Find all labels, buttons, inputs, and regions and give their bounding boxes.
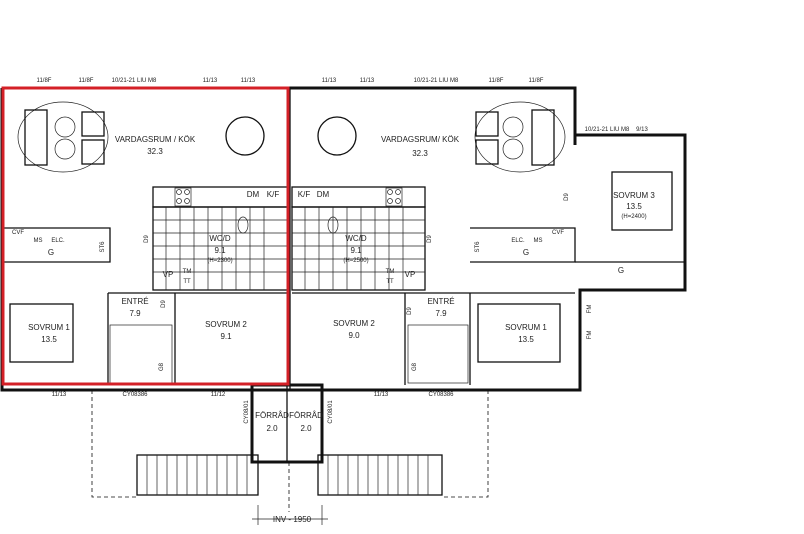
room-area: 9.1 [220, 332, 232, 341]
wardrobe-label: G [48, 248, 54, 257]
window-label: 11/8F [79, 78, 94, 84]
wardrobe-label: G [618, 266, 624, 275]
window-label: 11/8F [489, 78, 504, 84]
elc-label: ELC. [51, 238, 65, 244]
window-label: 11/13 [322, 78, 337, 84]
room-area: 9.1 [214, 246, 226, 255]
door-label: 10/21-21 LIU M8 [585, 127, 630, 133]
door-d9-label: D9 [161, 300, 167, 308]
fridge-label: K/F [298, 190, 311, 199]
room-area: 9.1 [350, 246, 362, 255]
g8-label: G8 [412, 362, 418, 371]
door-label: 10/21-21 LIU M8 [112, 78, 157, 84]
water-heater-label: VP [163, 270, 174, 279]
room-name: SOVRUM 2 [333, 319, 375, 328]
room-area: 13.5 [626, 202, 642, 211]
selected-unit-highlight[interactable] [1, 86, 290, 386]
room-area: 32.3 [147, 147, 163, 156]
window-labels: 11/8F 11/8F 10/21-21 LIU M8 11/13 11/13 … [37, 78, 649, 424]
door-label: 10/21-21 LIU M8 [414, 78, 459, 84]
door-label: CY08386 [428, 392, 454, 398]
room-area: 7.9 [435, 309, 447, 318]
washer-label: TM [183, 269, 192, 275]
window-label: 11/13 [360, 78, 375, 84]
window-label: 11/13 [374, 392, 389, 398]
washer-label: TM [386, 269, 395, 275]
room-name: FÖRRÅD [289, 411, 323, 420]
window-label: 11/8F [37, 78, 52, 84]
room-name: WC/D [345, 234, 367, 243]
room-area: 32.3 [412, 149, 428, 158]
room-note: (H=2500) [343, 258, 368, 264]
room-area: 2.0 [266, 424, 278, 433]
room-area: 13.5 [518, 335, 534, 344]
dryer-label: TT [386, 279, 394, 285]
room-area: 13.5 [41, 335, 57, 344]
water-heater-label: VP [405, 270, 416, 279]
room-name: WC/D [209, 234, 231, 243]
ms-label: MS [34, 238, 43, 244]
cvf-label: CVF [12, 230, 24, 236]
stairs [91, 390, 489, 525]
elc-label: ELC. [511, 238, 525, 244]
window-label: 11/13 [203, 78, 218, 84]
dimension-label: INV - 1950 [273, 515, 312, 524]
room-note: (H=2300) [207, 258, 232, 264]
door-d9-label: D9 [144, 235, 150, 243]
walls [0, 86, 687, 464]
window-label: 9/13 [636, 127, 648, 133]
door-d9-label: D9 [427, 235, 433, 243]
kitchen-wc-left [152, 186, 289, 291]
st6-label: ST6 [100, 241, 106, 253]
window-label: 11/8F [529, 78, 544, 84]
window-label: 11/13 [52, 392, 67, 398]
room-name: SOVRUM 1 [28, 323, 70, 332]
dishwasher-label: DM [317, 190, 330, 199]
door-d9-label: D9 [407, 307, 413, 315]
door-label: CY08/01 [244, 400, 250, 424]
window-label: 11/13 [241, 78, 256, 84]
room-name: ENTRÉ [121, 297, 148, 306]
room-name: SOVRUM 1 [505, 323, 547, 332]
room-name: VARDAGSRUM / KÖK [115, 135, 196, 144]
fm-label: FM [587, 305, 593, 314]
fridge-label: K/F [267, 190, 280, 199]
room-name: ENTRÉ [427, 297, 454, 306]
st6-label: ST6 [475, 241, 481, 253]
dryer-label: TT [183, 279, 191, 285]
room-area: 7.9 [129, 309, 141, 318]
room-labels: VARDAGSRUM / KÖK 32.3 VARDAGSRUM/ KÖK 32… [28, 135, 655, 433]
furniture [9, 101, 673, 384]
door-label: CY08386 [122, 392, 148, 398]
room-name: FÖRRÅD [255, 411, 289, 420]
room-note: (H=2400) [621, 214, 646, 220]
fixture-labels: DM K/F K/F DM VP TM TT VP TM TT G G G MS… [12, 190, 624, 371]
dishwasher-label: DM [247, 190, 260, 199]
kitchen-wc-right [291, 186, 426, 291]
room-area: 9.0 [348, 331, 360, 340]
cvf-label: CVF [552, 230, 564, 236]
window-label: 11/12 [211, 392, 226, 398]
wardrobe-label: G [523, 248, 529, 257]
fm-label: FM [587, 331, 593, 340]
g8-label: G8 [159, 362, 165, 371]
room-name: SOVRUM 3 [613, 191, 655, 200]
door-d9-label: D9 [564, 193, 570, 201]
ms-label: MS [534, 238, 543, 244]
door-label: CY08/01 [328, 400, 334, 424]
room-area: 2.0 [300, 424, 312, 433]
room-name: VARDAGSRUM/ KÖK [381, 135, 460, 144]
room-name: SOVRUM 2 [205, 320, 247, 329]
